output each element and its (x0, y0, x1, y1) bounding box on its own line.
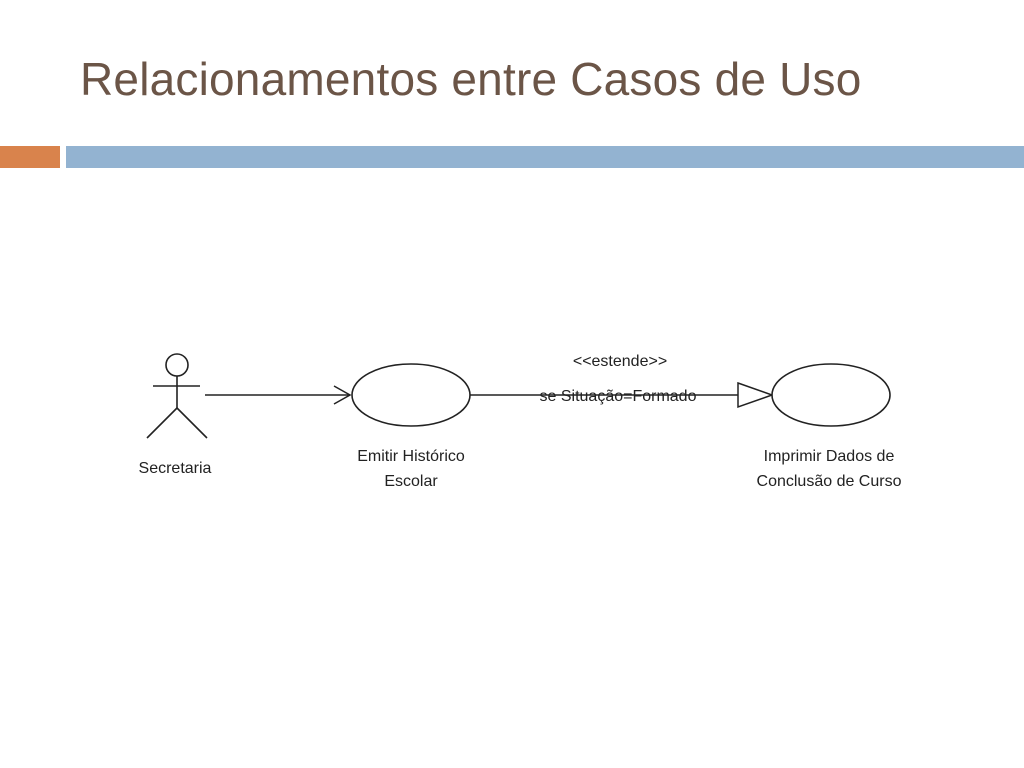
actor-label: Secretaria (139, 460, 212, 477)
use-case-1-label-line2: Escolar (384, 473, 438, 490)
actor-left-leg (146, 407, 178, 439)
extend-relationship-line (470, 381, 775, 409)
use-case-2-label-line2: Conclusão de Curso (757, 473, 902, 490)
association-arrowhead (333, 385, 352, 405)
actor-head (165, 353, 189, 377)
accent-bar-blue (66, 146, 1024, 168)
use-case-2-label-line1: Imprimir Dados de (764, 448, 895, 465)
use-case-emitir-historico (351, 363, 471, 427)
extend-stereotype: <<estende>> (573, 353, 667, 370)
extend-condition: se Situação=Formado (540, 388, 697, 405)
use-case-imprimir-dados (771, 363, 891, 427)
slide-title: Relacionamentos entre Casos de Uso (80, 53, 862, 105)
actor-right-leg (176, 407, 208, 439)
extend-arrowhead (737, 381, 775, 409)
association-line (205, 385, 352, 405)
use-case-1-label-line1: Emitir Histórico (357, 448, 465, 465)
actor-secretaria (146, 353, 208, 439)
accent-bar-orange (0, 146, 60, 168)
